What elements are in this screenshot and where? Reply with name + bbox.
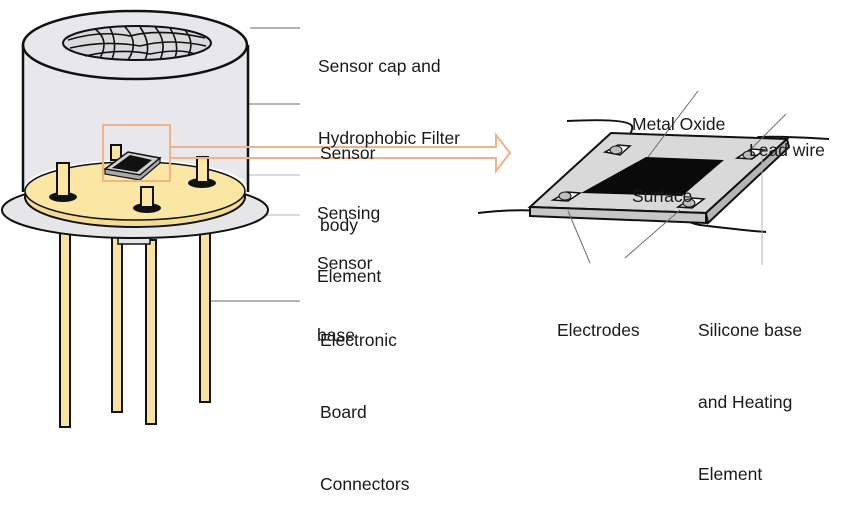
hydrophobic-filter-mesh	[62, 25, 212, 61]
label-sensor-base: Sensor base	[317, 203, 372, 371]
sensing-element-small	[103, 151, 162, 181]
label-line: Metal Oxide	[632, 114, 726, 134]
label-line: Surface	[632, 186, 693, 206]
label-line: Board	[320, 402, 367, 422]
metal-oxide-surface	[581, 157, 724, 196]
label-line: Connectors	[320, 474, 410, 494]
label-metal-oxide-surface: Metal Oxide Surface	[632, 64, 725, 232]
label-line: Sensor cap and	[318, 56, 441, 76]
sensor-diagram	[1, 9, 830, 428]
label-silicone-base: Silicone base and Heating Element	[698, 270, 802, 510]
label-sensor-body: Sensor body	[320, 93, 375, 261]
label-line: base	[317, 325, 355, 345]
label-line: Lead wire	[749, 140, 825, 160]
label-sensing-element: Sensing Element	[317, 161, 381, 308]
label-sensor-cap: Sensor cap and Hydrophobic Filter	[318, 6, 460, 174]
pin-3	[145, 239, 157, 425]
pin-1	[59, 221, 71, 428]
label-electronic-board-connectors: Electronic Board Connectors	[320, 280, 410, 520]
label-lead-wire: Lead wire	[749, 90, 825, 186]
label-electrodes: Electrodes	[557, 270, 640, 366]
label-line: body	[320, 215, 358, 235]
label-line: Element	[317, 266, 382, 286]
label-line: Electrodes	[557, 320, 640, 340]
pin-2	[111, 221, 123, 413]
pin-4	[199, 221, 211, 403]
sensing-chip-enlarged	[477, 119, 830, 233]
label-line: Element	[698, 464, 763, 484]
label-line: Sensor	[320, 143, 376, 163]
connector-pins	[59, 221, 211, 428]
leader-lead-wire	[751, 113, 787, 149]
leader-electrode-2	[624, 209, 681, 259]
label-line: and Heating	[698, 392, 793, 412]
label-line: Silicone base	[698, 320, 803, 340]
label-line: Sensing	[317, 203, 381, 223]
leader-electrode-1	[567, 210, 591, 264]
zoom-arrow	[170, 132, 512, 174]
label-line: Sensor	[317, 253, 373, 273]
leader-metal-oxide	[647, 90, 699, 158]
zoom-highlight	[102, 124, 512, 182]
sensor-cap-body	[23, 45, 248, 190]
label-line: Electronic	[320, 330, 397, 350]
label-line: Hydrophobic Filter	[318, 128, 460, 148]
